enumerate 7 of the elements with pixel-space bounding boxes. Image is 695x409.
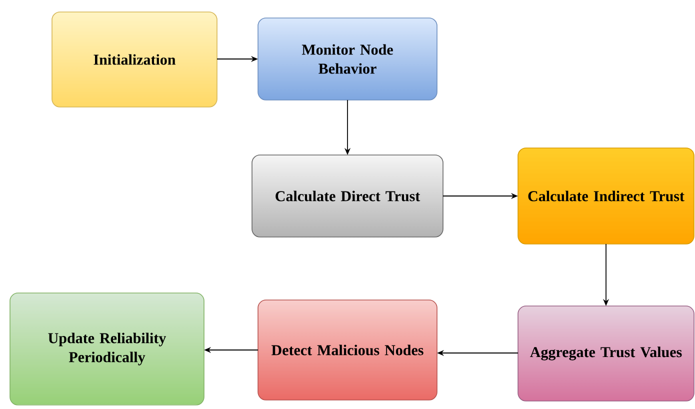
process-box: Calculate Indirect Trust	[518, 148, 694, 244]
process-box: Initialization	[52, 12, 218, 108]
process-box: Update Reliability Periodically	[10, 292, 204, 406]
process-box: Calculate Direct Trust	[252, 154, 444, 238]
process-box: Detect Malicious Nodes	[258, 300, 438, 400]
process-box: Aggregate Trust Values	[518, 306, 694, 402]
process-box: Monitor Node Behavior	[258, 18, 438, 100]
